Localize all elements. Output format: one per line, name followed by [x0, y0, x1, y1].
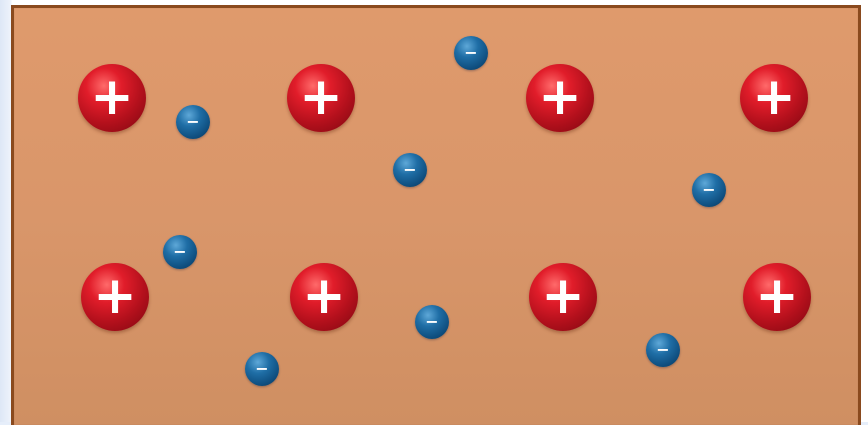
electron: −	[163, 235, 197, 269]
plus-sign: +	[93, 270, 137, 322]
electron: −	[245, 352, 279, 386]
plus-sign: +	[538, 71, 582, 123]
plus-sign: +	[755, 270, 799, 322]
electron: −	[646, 333, 680, 367]
minus-sign: −	[186, 114, 199, 130]
minus-sign: −	[656, 342, 669, 358]
plus-sign: +	[90, 71, 134, 123]
plus-sign: +	[302, 270, 346, 322]
positive-ion: +	[290, 263, 358, 331]
positive-ion: +	[743, 263, 811, 331]
minus-sign: −	[464, 45, 477, 61]
minus-sign: −	[255, 361, 268, 377]
electron: −	[454, 36, 488, 70]
plus-sign: +	[299, 71, 343, 123]
minus-sign: −	[173, 244, 186, 260]
minus-sign: −	[403, 162, 416, 178]
electron: −	[692, 173, 726, 207]
positive-ion: +	[740, 64, 808, 132]
minus-sign: −	[702, 182, 715, 198]
plus-sign: +	[541, 270, 585, 322]
positive-ion: +	[529, 263, 597, 331]
positive-ion: +	[287, 64, 355, 132]
electron: −	[176, 105, 210, 139]
electron: −	[393, 153, 427, 187]
metal-lattice-panel: + + + + + + + + − − −	[11, 5, 861, 425]
positive-ion: +	[81, 263, 149, 331]
plus-sign: +	[752, 71, 796, 123]
positive-ion: +	[78, 64, 146, 132]
minus-sign: −	[425, 314, 438, 330]
electron: −	[415, 305, 449, 339]
positive-ion: +	[526, 64, 594, 132]
